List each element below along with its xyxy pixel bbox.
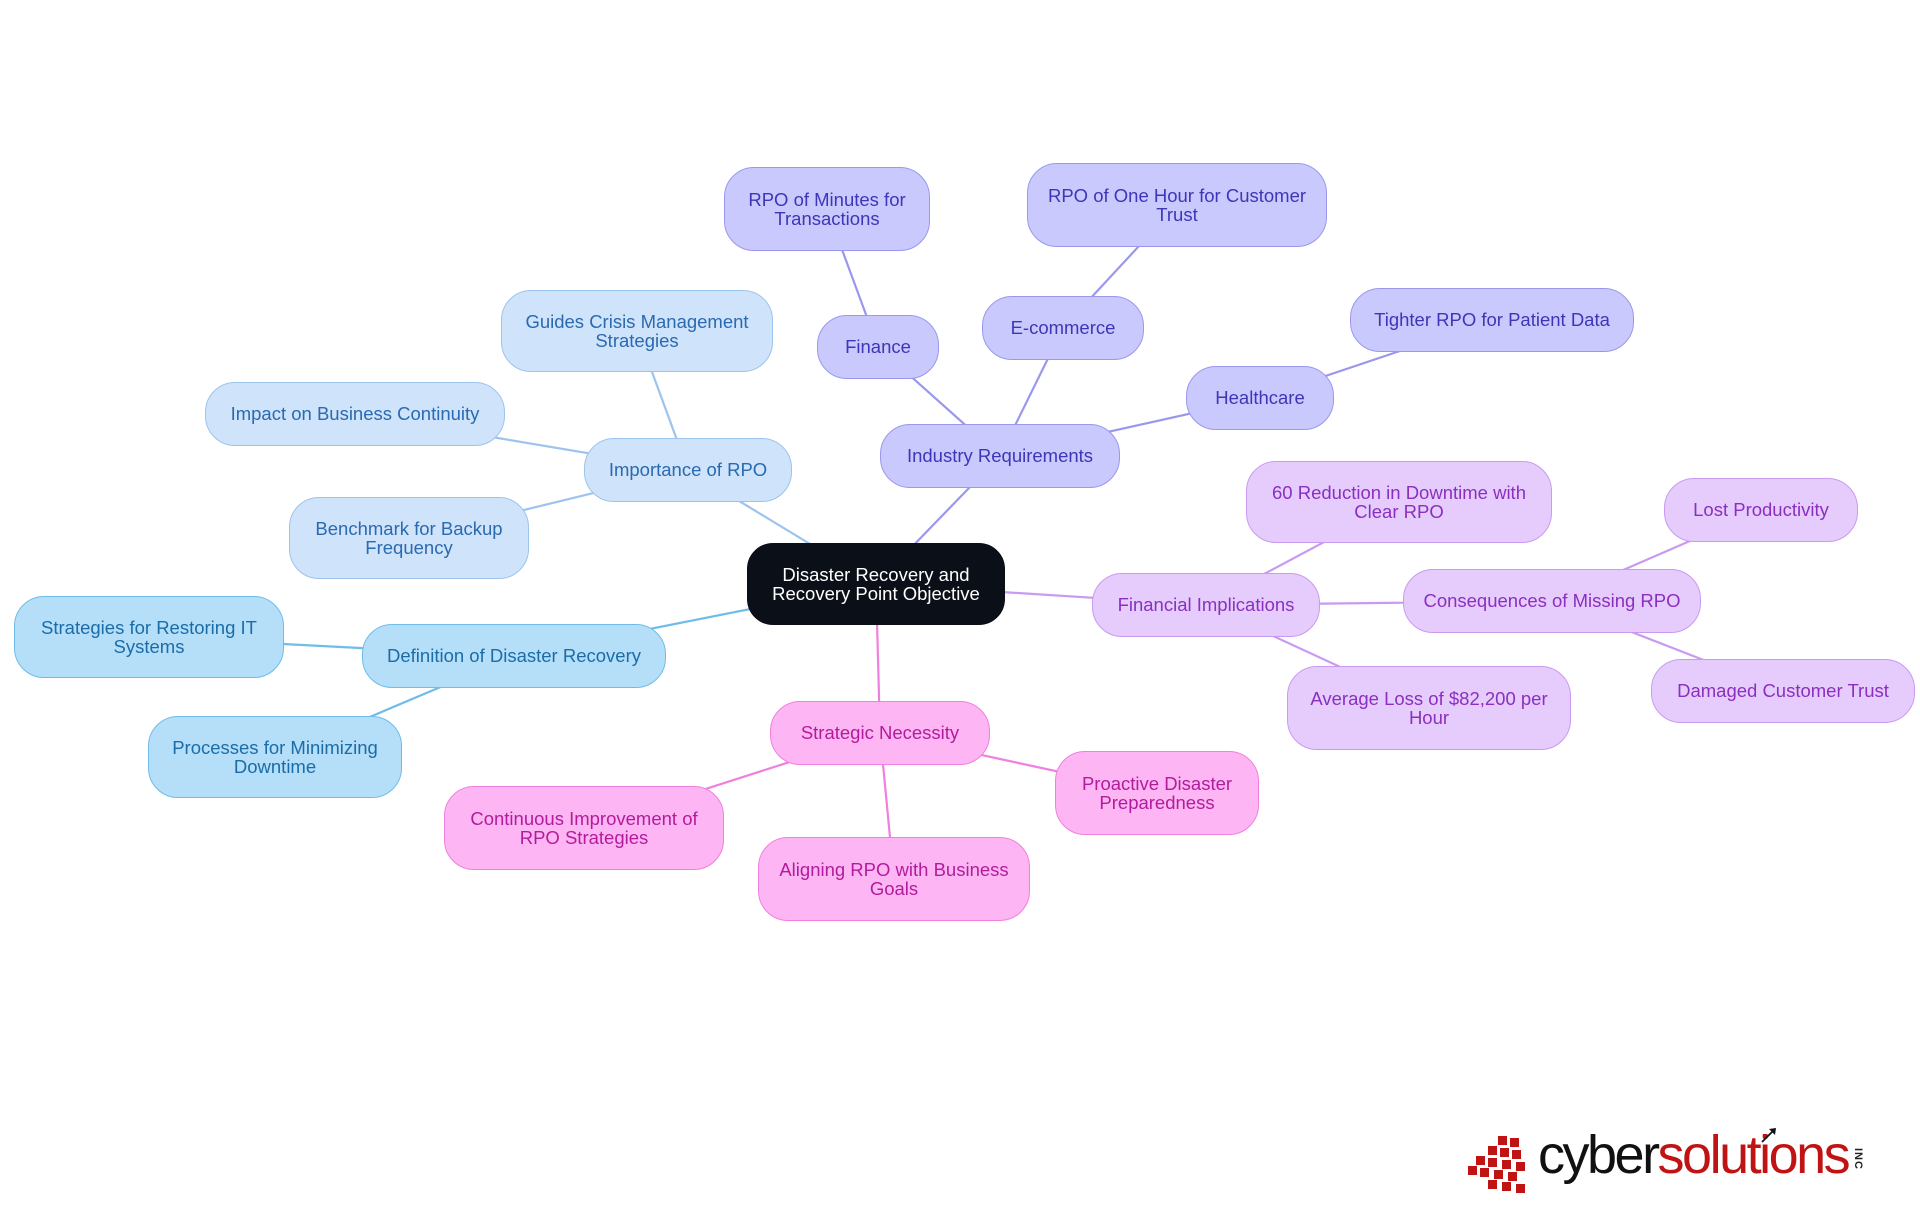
node-aligning-rpo-with-business-goals: Aligning RPO with Business Goals	[758, 837, 1030, 921]
logo-solutions-text: solutions	[1657, 1125, 1851, 1185]
node-strategies-for-restoring-it-systems: Strategies for Restoring IT Systems	[14, 596, 284, 678]
node-consequences-of-missing-rpo: Consequences of Missing RPO	[1403, 569, 1701, 633]
node-processes-for-minimizing-downtime: Processes for Minimizing Downtime	[148, 716, 402, 798]
node-average-loss-per-hour: Average Loss of $82,200 per Hour	[1287, 666, 1571, 750]
node-e-commerce: E-commerce	[982, 296, 1144, 360]
node-damaged-customer-trust: Damaged Customer Trust	[1651, 659, 1915, 723]
node-definition-of-disaster-recovery: Definition of Disaster Recovery	[362, 624, 666, 688]
cybersolutions-logo: cybersolutions INC	[1468, 1125, 1878, 1198]
logo-arrow-icon	[1761, 1128, 1776, 1143]
logo-squares-icon	[1468, 1136, 1525, 1193]
node-rpo-of-minutes-for-transactions: RPO of Minutes for Transactions	[724, 167, 930, 251]
node-continuous-improvement-of-rpo-strategies: Continuous Improvement of RPO Strategies	[444, 786, 724, 870]
node-impact-on-business-continuity: Impact on Business Continuity	[205, 382, 505, 446]
node-60-reduction-in-downtime: 60 Reduction in Downtime with Clear RPO	[1246, 461, 1552, 543]
node-financial-implications: Financial Implications	[1092, 573, 1320, 637]
node-tighter-rpo-for-patient-data: Tighter RPO for Patient Data	[1350, 288, 1634, 352]
logo-wordmark: cybersolutions	[1538, 1124, 1851, 1186]
node-healthcare: Healthcare	[1186, 366, 1334, 430]
node-guides-crisis-management-strategies: Guides Crisis Management Strategies	[501, 290, 773, 372]
logo-cyber-text: cyber	[1538, 1125, 1660, 1185]
node-rpo-of-one-hour-for-customer-trust: RPO of One Hour for Customer Trust	[1027, 163, 1327, 247]
node-lost-productivity: Lost Productivity	[1664, 478, 1858, 542]
logo-inc-text: INC	[1852, 1148, 1864, 1170]
node-industry-requirements: Industry Requirements	[880, 424, 1120, 488]
node-benchmark-for-backup-frequency: Benchmark for Backup Frequency	[289, 497, 529, 579]
node-strategic-necessity: Strategic Necessity	[770, 701, 990, 765]
node-proactive-disaster-preparedness: Proactive Disaster Preparedness	[1055, 751, 1259, 835]
root-node: Disaster Recovery and Recovery Point Obj…	[747, 543, 1005, 625]
node-importance-of-rpo: Importance of RPO	[584, 438, 792, 502]
node-finance: Finance	[817, 315, 939, 379]
